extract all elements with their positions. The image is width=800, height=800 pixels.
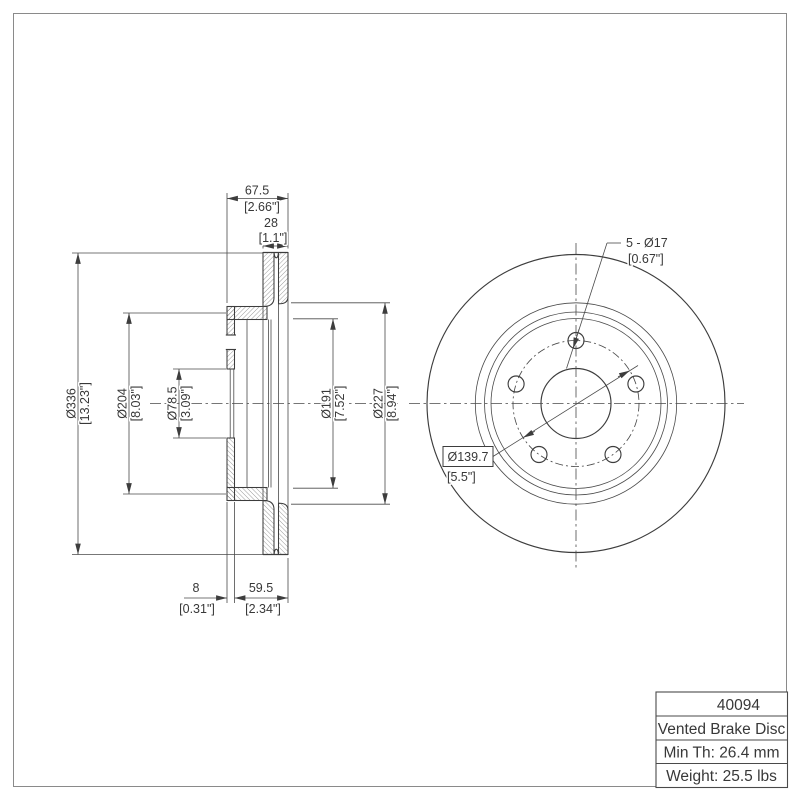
dim-od-inch: [13.23"] xyxy=(78,382,92,425)
dim-band-mm: Ø227 xyxy=(372,388,386,419)
title-block: 40094 Vented Brake Disc Min Th: 26.4 mm … xyxy=(655,691,789,789)
extension-lines xyxy=(72,193,390,603)
dim-bore-diameter: Ø78.5 [3.09"] xyxy=(164,369,195,438)
drawing-border xyxy=(13,13,787,787)
flange-bolt-hole xyxy=(225,334,236,351)
dim-width-inch: [2.66"] xyxy=(244,200,280,214)
bolt-holes-label-mm: 5 - Ø17 xyxy=(626,236,668,250)
dim-bore-inch: [3.09"] xyxy=(179,386,193,422)
section-view: Ø336 [13.23"] Ø204 [8.03"] Ø78.5 [3.09"]… xyxy=(63,182,401,618)
dim-thickness-mm: 28 xyxy=(264,216,278,230)
dim-vent-inch: [7.52"] xyxy=(333,386,347,422)
front-view: 5 - Ø17 [0.67"] Ø139.7 [5.5"] xyxy=(409,235,744,569)
bolt-circle-label-inch: [5.5"] xyxy=(447,470,476,484)
dim-outer-diameter: Ø336 [13.23"] xyxy=(63,253,94,555)
dim-hat-depth-mm: 59.5 xyxy=(249,581,273,595)
dim-od-mm: Ø336 xyxy=(65,388,79,419)
bolt-circle-label-box xyxy=(442,446,494,467)
dim-hat-mm: Ø204 xyxy=(116,388,130,419)
dim-band-inch: [8.94"] xyxy=(385,386,399,422)
part-number: 40094 xyxy=(717,697,760,714)
dim-hat-inch: [8.03"] xyxy=(129,386,143,422)
dim-disc-thickness: 28 [1.1"] xyxy=(257,215,289,249)
weight: Weight: 25.5 lbs xyxy=(666,768,777,785)
dim-band-diameter: Ø227 [8.94"] xyxy=(370,302,401,505)
dim-vent-diameter: Ø191 [7.52"] xyxy=(318,318,349,489)
bolt-circle-callout: Ø139.7 [5.5"] xyxy=(442,365,639,486)
dim-hat-depth: 59.5 [2.34"] xyxy=(234,580,288,618)
part-description: Vented Brake Disc xyxy=(658,721,786,738)
dim-flange-inch: [0.31"] xyxy=(179,602,215,616)
dim-bore-mm: Ø78.5 xyxy=(166,386,180,420)
dim-vent-mm: Ø191 xyxy=(320,388,334,419)
bolt-holes-label-inch: [0.67"] xyxy=(628,252,664,266)
dim-hat-depth-inch: [2.34"] xyxy=(245,602,281,616)
min-thickness: Min Th: 26.4 mm xyxy=(663,745,779,762)
dim-width-mm: 67.5 xyxy=(245,184,269,198)
dim-hat-diameter: Ø204 [8.03"] xyxy=(114,313,145,494)
dim-flange-thickness: 8 [0.31"] xyxy=(178,580,227,618)
bolt-hole-callout: 5 - Ø17 [0.67"] xyxy=(566,235,669,369)
dim-overall-width: 67.5 [2.66"] xyxy=(227,182,288,216)
bolt-circle-label-mm: Ø139.7 xyxy=(447,450,488,464)
dim-thickness-inch: [1.1"] xyxy=(259,231,288,245)
dim-flange-mm: 8 xyxy=(193,581,200,595)
